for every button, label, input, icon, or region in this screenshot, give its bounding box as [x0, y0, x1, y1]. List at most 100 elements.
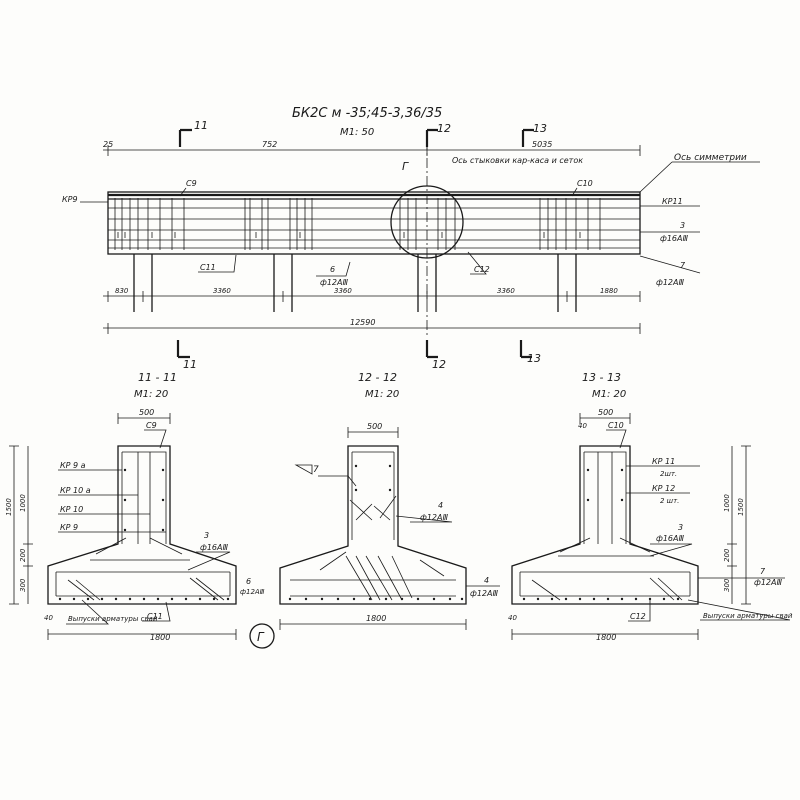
- svg-text:752: 752: [262, 140, 277, 149]
- section-mark-13-bottom: 13: [519, 340, 541, 365]
- svg-text:13: 13: [533, 122, 547, 135]
- main-scale: М1: 50: [340, 127, 374, 138]
- svg-text:300: 300: [723, 578, 731, 592]
- svg-text:11: 11: [183, 358, 197, 371]
- svg-text:ф12АⅢ: ф12АⅢ: [240, 588, 265, 596]
- svg-text:С11: С11: [147, 612, 163, 621]
- svg-text:С12: С12: [630, 612, 646, 621]
- svg-text:ф12АⅢ: ф12АⅢ: [320, 278, 348, 287]
- joint-axis-label: Ось стыковки кар-каса и сеток: [452, 156, 583, 165]
- svg-text:С9: С9: [186, 179, 197, 188]
- svg-text:3: 3: [680, 221, 685, 230]
- svg-text:1800: 1800: [366, 614, 386, 623]
- svg-text:ф12АⅢ: ф12АⅢ: [656, 278, 684, 287]
- piles: [133, 254, 577, 312]
- svg-text:С9: С9: [146, 421, 157, 430]
- section-11-scale: М1: 20: [134, 389, 168, 400]
- svg-text:ф16АⅢ: ф16АⅢ: [200, 543, 228, 552]
- svg-text:25: 25: [103, 140, 113, 149]
- svg-text:3360: 3360: [213, 287, 231, 295]
- svg-text:3: 3: [204, 531, 209, 540]
- section-11-title: 11 - 11: [138, 371, 177, 384]
- svg-text:40: 40: [44, 614, 53, 622]
- svg-text:1800: 1800: [150, 633, 170, 642]
- svg-text:КР 12: КР 12: [652, 484, 675, 493]
- svg-text:С10: С10: [608, 421, 624, 430]
- svg-text:КР 10 а: КР 10 а: [60, 486, 91, 495]
- svg-text:40: 40: [578, 422, 587, 430]
- detail-marker: Г: [249, 623, 275, 649]
- svg-text:200: 200: [723, 548, 731, 562]
- detail-letter-top: Г: [402, 160, 409, 173]
- svg-text:3360: 3360: [497, 287, 515, 295]
- section-mark-11-top: 11: [178, 119, 208, 147]
- svg-text:300: 300: [19, 578, 27, 592]
- section-13-title: 13 - 13: [582, 371, 621, 384]
- svg-text:5035: 5035: [532, 140, 552, 149]
- svg-text:13: 13: [527, 352, 541, 365]
- section-13-13: 13 - 13 М1: 20 500 1500 1000 200 300 С10…: [508, 371, 793, 642]
- section-12-scale: М1: 20: [365, 389, 399, 400]
- svg-text:2шт.: 2шт.: [660, 470, 677, 478]
- section-mark-12-bottom: 12: [425, 340, 446, 371]
- svg-text:КР 11: КР 11: [652, 457, 675, 466]
- beam-elevation: [107, 185, 641, 259]
- section-mark-13-top: 13: [521, 122, 547, 147]
- svg-text:3360: 3360: [334, 287, 352, 295]
- svg-text:Выпуски арматуры свай: Выпуски арматуры свай: [703, 612, 793, 620]
- svg-text:12: 12: [432, 358, 446, 371]
- svg-text:Выпуски арматуры свай: Выпуски арматуры свай: [68, 615, 158, 623]
- svg-text:7: 7: [680, 261, 686, 270]
- svg-text:С11: С11: [200, 263, 216, 272]
- symmetry-leader: [639, 161, 760, 193]
- symmetry-axis-label: Ось симметрии: [674, 153, 747, 163]
- section-mark-11-bottom: 11: [176, 340, 197, 371]
- svg-text:Г: Г: [257, 630, 265, 644]
- svg-text:830: 830: [115, 287, 129, 295]
- svg-text:500: 500: [139, 408, 154, 417]
- svg-text:ф16АⅢ: ф16АⅢ: [656, 534, 684, 543]
- svg-text:КР 10: КР 10: [60, 505, 83, 514]
- svg-text:1800: 1800: [596, 633, 616, 642]
- section-12-title: 12 - 12: [358, 371, 397, 384]
- svg-text:1500: 1500: [5, 498, 13, 516]
- svg-text:12: 12: [437, 122, 451, 135]
- svg-text:12590: 12590: [350, 318, 375, 327]
- elevation-labels: КР9 С9 С10 КР11 3 ф16АⅢ 7 ф12АⅢ С11 6 ф1…: [62, 179, 701, 287]
- svg-text:500: 500: [367, 422, 382, 431]
- svg-text:3: 3: [678, 523, 683, 532]
- section-12-12: 12 - 12 М1: 20 500 7 4 ф12АⅢ 4 ф12АⅢ 180…: [279, 371, 500, 630]
- svg-text:КР9: КР9: [62, 195, 78, 204]
- svg-text:6: 6: [246, 577, 251, 586]
- svg-text:ф12АⅢ: ф12АⅢ: [470, 589, 498, 598]
- svg-text:40: 40: [508, 614, 517, 622]
- svg-text:6: 6: [330, 265, 335, 274]
- svg-text:1000: 1000: [19, 494, 27, 512]
- svg-text:2 шт.: 2 шт.: [660, 497, 679, 505]
- svg-text:11: 11: [194, 119, 208, 132]
- svg-text:7: 7: [313, 465, 319, 475]
- bottom-dimension-lines: 830 3360 3360 3360 1880 12590: [103, 287, 641, 334]
- svg-text:1000: 1000: [723, 494, 731, 512]
- svg-text:500: 500: [598, 408, 613, 417]
- svg-text:ф12АⅢ: ф12АⅢ: [754, 578, 782, 587]
- svg-text:ф12АⅢ: ф12АⅢ: [420, 513, 448, 522]
- section-mark-12-top: 12: [425, 122, 451, 147]
- svg-text:КР11: КР11: [662, 197, 683, 206]
- svg-text:1880: 1880: [600, 287, 618, 295]
- top-dimension-line: 25 752 5035: [103, 140, 641, 156]
- section-13-scale: М1: 20: [592, 389, 626, 400]
- svg-text:С10: С10: [577, 179, 593, 188]
- svg-text:4: 4: [484, 576, 489, 585]
- svg-text:ф16АⅢ: ф16АⅢ: [660, 234, 688, 243]
- svg-text:7: 7: [760, 567, 766, 576]
- section-11-11: 11 - 11 М1: 20 500 1500 1000 200 300 КР …: [5, 371, 265, 642]
- svg-text:КР 9 а: КР 9 а: [60, 461, 86, 470]
- svg-text:4: 4: [438, 501, 443, 510]
- svg-text:КР 9: КР 9: [60, 523, 78, 532]
- svg-text:1500: 1500: [737, 498, 745, 516]
- svg-text:200: 200: [19, 548, 27, 562]
- drawing-title: БК2С м -35;45-3,36/35: [292, 106, 442, 121]
